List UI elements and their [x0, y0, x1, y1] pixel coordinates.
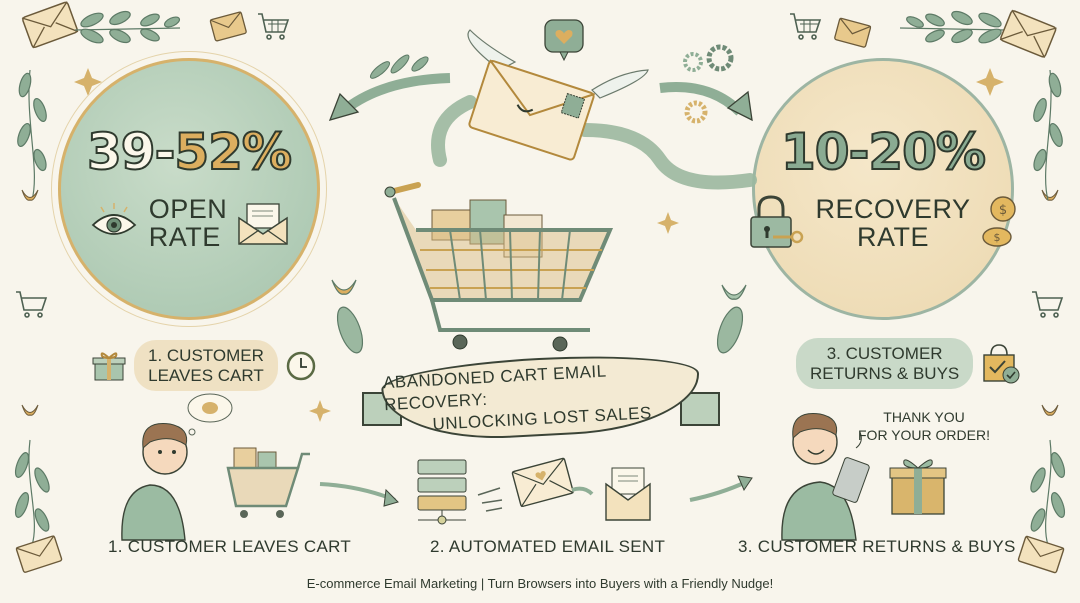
thank-you-line1: THANK YOU: [883, 409, 965, 425]
eye-icon: [91, 203, 137, 235]
cart-icon: [258, 13, 290, 40]
vine-icon: [74, 10, 181, 44]
sparkle-icon: [74, 68, 1004, 422]
process-illustrations: [121, 393, 947, 541]
step-pill-customer-leaves-cart: 1. CUSTOMER LEAVES CART: [92, 340, 316, 392]
flow-arrow-head-icon: [383, 488, 399, 507]
envelope-icon: [1017, 535, 1065, 574]
banner-tail-left: [362, 392, 402, 426]
flow-arrow-icon: [689, 480, 747, 502]
open-rate-value: 39-52%: [86, 122, 293, 181]
heart-envelope-icon: [511, 457, 574, 508]
flower-icon: [21, 189, 1059, 416]
step-caption-1: 1. CUSTOMER LEAVES CART: [108, 537, 352, 556]
winged-envelope-icon: [468, 59, 595, 161]
open-envelope-icon: [238, 203, 289, 245]
recovery-rate-label-line2: RATE: [857, 222, 930, 252]
cart-icon: [790, 13, 822, 40]
cart-icon: [1032, 291, 1064, 318]
envelope-icon: [21, 1, 79, 49]
curved-arrow-right-icon: [659, 82, 753, 122]
step-pill-customer-returns: 3. CUSTOMER RETURNS & BUYS: [796, 338, 1021, 390]
shopping-cart-illustration: [384, 182, 614, 352]
open-rate-label-line1: OPEN: [148, 193, 228, 224]
shopping-bag-check-icon: [983, 343, 1020, 384]
small-arrow-icon: [571, 486, 594, 496]
ribbon-icon: [431, 95, 757, 190]
full-cart-icon: [226, 447, 310, 518]
thinking-customer-illustration: [121, 393, 233, 541]
svg-text:$: $: [993, 231, 1000, 244]
speech-tick-icon: [855, 431, 862, 449]
clock-icon: [286, 351, 316, 380]
gift-icon: [92, 352, 126, 381]
gear-icon: [683, 44, 734, 124]
left-vine-icon: [14, 69, 50, 546]
central-illustration: [328, 19, 757, 354]
recovery-rate-bubble: 10-20% RECOVERY RATE $ $: [750, 58, 1016, 320]
gift-box-icon: [889, 459, 947, 515]
motion-lines-icon: [477, 487, 503, 512]
leaf-icon: [331, 279, 747, 354]
recovery-rate-label-line1: RECOVERY: [815, 193, 971, 224]
step-caption-3: 3. CUSTOMER RETURNS & BUYS: [738, 537, 1016, 556]
open-rate-label-line2: RATE: [148, 222, 221, 252]
envelope-icon: [999, 9, 1057, 58]
happy-customer-illustration: [781, 413, 870, 541]
vine-icon: [899, 10, 1006, 44]
thank-you-line2: FOR YOUR ORDER!: [858, 427, 990, 444]
svg-text:$: $: [998, 203, 1006, 218]
pill-left-line1: 1. CUSTOMER: [148, 346, 264, 365]
heart-speech-icon: [544, 19, 584, 62]
envelope-icon: [15, 535, 63, 573]
footer-tagline: E-commerce Email Marketing | Turn Browse…: [306, 576, 774, 591]
coin-icon: $ $: [981, 196, 1016, 247]
step-caption-2: 2. AUTOMATED EMAIL SENT: [430, 537, 666, 556]
envelope-icon: [209, 11, 247, 42]
pill-right-line2: RETURNS & BUYS: [810, 363, 960, 383]
padlock-key-icon: [750, 195, 804, 248]
pill-left-line2: LEAVES CART: [148, 365, 264, 385]
thank-you-speech: THANK YOU FOR YOUR ORDER!: [858, 408, 990, 444]
server-icon: [417, 459, 467, 525]
recovery-rate-value: 10-20%: [780, 122, 987, 181]
open-envelope-icon: [605, 467, 651, 521]
wings-icon: [467, 29, 649, 99]
flow-arrow-icon: [319, 482, 396, 502]
cart-icon: [16, 291, 48, 318]
envelope-icon: [834, 17, 872, 48]
open-rate-bubble: 39-52% OPEN RATE: [58, 58, 320, 320]
pill-right-line1: 3. CUSTOMER: [826, 344, 943, 363]
right-vine-icon: [1030, 69, 1066, 546]
curved-arrow-left-icon: [328, 54, 451, 121]
